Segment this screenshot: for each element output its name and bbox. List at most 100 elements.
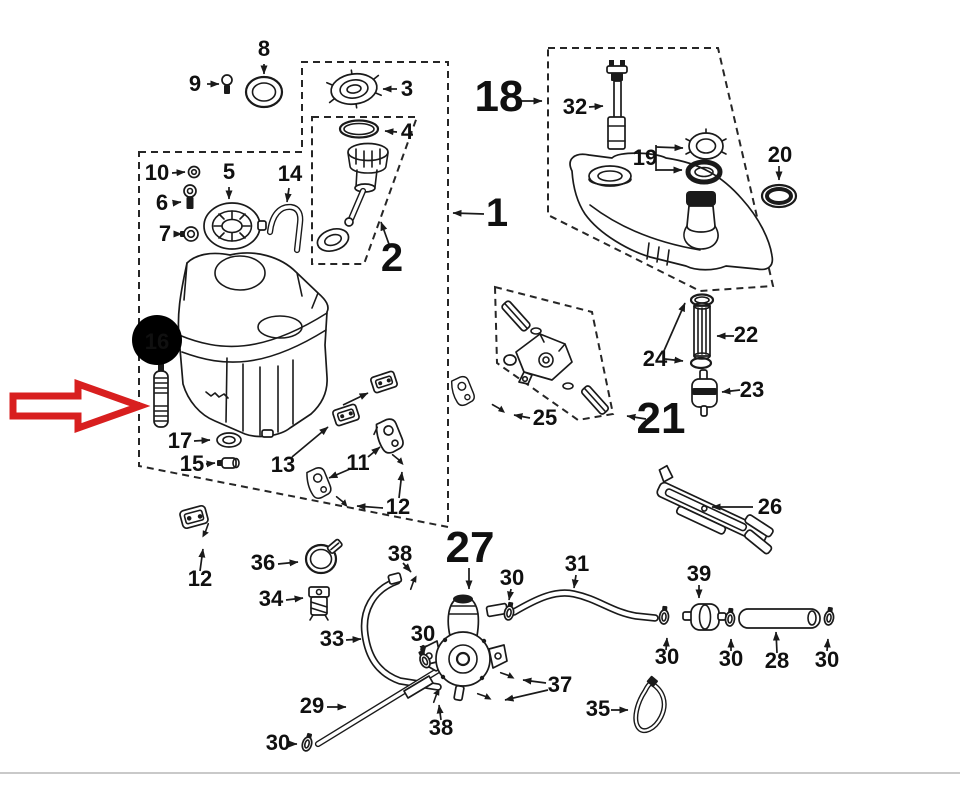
part-label-30-43: 30 xyxy=(719,646,743,671)
highlight-annotations xyxy=(9,315,182,433)
strainer-tube-22 xyxy=(693,302,711,360)
clamp-30-d xyxy=(658,605,670,625)
part-label-31-35: 31 xyxy=(565,551,589,576)
part-label-11-19: 11 xyxy=(346,450,369,475)
part-label-14-6: 14 xyxy=(278,161,303,186)
clamp-30-a xyxy=(301,732,313,752)
screw-25 xyxy=(491,403,506,413)
leader-lines xyxy=(171,64,831,748)
part-label-2-10: 2 xyxy=(381,236,403,280)
parts-artwork xyxy=(153,60,835,752)
fuel-tube-28 xyxy=(738,608,821,629)
fuel-tube-29 xyxy=(314,656,459,748)
part-label-13-18: 13 xyxy=(271,452,295,477)
part-label-22-22: 22 xyxy=(734,322,758,347)
part-label-30-42: 30 xyxy=(655,644,679,669)
oil-filter-23 xyxy=(691,369,718,417)
part-label-28-44: 28 xyxy=(765,648,789,673)
screw-37a xyxy=(499,671,515,679)
bracket-11b xyxy=(306,467,332,499)
part-label-38-31: 38 xyxy=(388,541,412,566)
part-label-3-2: 3 xyxy=(401,76,413,101)
joint-15 xyxy=(217,457,240,469)
oil-dipstick-32 xyxy=(606,60,628,150)
part-label-34-29: 34 xyxy=(259,586,284,611)
part-label-33-30: 33 xyxy=(320,626,344,651)
fuel-filter-39 xyxy=(682,603,727,631)
ring-8 xyxy=(244,75,284,109)
part-label-15-17: 15 xyxy=(180,451,204,476)
oil-ring-19 xyxy=(685,159,723,185)
fuel-filter-16 xyxy=(153,361,169,428)
screw-37b xyxy=(476,692,492,700)
part-label-24-23: 24 xyxy=(643,346,668,371)
part-label-38-38: 38 xyxy=(429,715,453,740)
highlight-arrow-part-16 xyxy=(9,379,151,433)
part-label-20-14: 20 xyxy=(768,142,792,167)
fuel-cap-5 xyxy=(203,202,267,250)
part-label-8-0: 8 xyxy=(258,36,270,61)
fuel-sender-unit xyxy=(316,142,389,252)
clamp-30-f xyxy=(823,606,835,626)
seal-20 xyxy=(760,183,798,209)
screw-38a xyxy=(409,575,417,591)
group-21-outline xyxy=(493,285,615,422)
part-label-27-32: 27 xyxy=(446,523,495,572)
part-label-37-39: 37 xyxy=(548,672,572,697)
part-label-19-13: 19 xyxy=(633,145,657,170)
mount-pad-13b xyxy=(370,370,398,394)
cable-tie-35 xyxy=(633,675,667,734)
highlight-circle-part-16 xyxy=(132,315,182,365)
group-2-outline xyxy=(311,116,419,265)
part-label-12-20: 12 xyxy=(386,494,410,519)
part-label-25-25: 25 xyxy=(533,405,557,430)
bracket-11a xyxy=(373,418,404,454)
part-label-5-5: 5 xyxy=(223,159,235,184)
bolt-6 xyxy=(183,184,197,209)
screw-12a xyxy=(391,453,404,465)
part-label-1-9: 1 xyxy=(486,191,508,235)
part-label-21-26: 21 xyxy=(637,394,686,443)
bracket-small-right xyxy=(450,375,475,407)
fuel-tank-drawing xyxy=(177,252,329,438)
bracket-34 xyxy=(308,586,330,621)
screw-12b xyxy=(335,495,348,507)
breather-tube-14 xyxy=(266,203,304,254)
part-label-30-45: 30 xyxy=(815,647,839,672)
part-label-26-27: 26 xyxy=(758,494,782,519)
part-label-29-36: 29 xyxy=(300,693,324,718)
part-label-17-16: 17 xyxy=(168,428,192,453)
mount-pad-13a xyxy=(332,403,360,427)
part-label-30-33: 30 xyxy=(411,621,435,646)
part-label-30-37: 30 xyxy=(266,730,290,755)
o-ring-24b xyxy=(689,356,713,370)
part-label-23-24: 23 xyxy=(740,377,764,402)
part-label-7-8: 7 xyxy=(159,221,171,246)
solenoid-valve-21 xyxy=(501,300,610,415)
oil-tank-drawing xyxy=(569,152,774,271)
part-label-9-1: 9 xyxy=(189,71,201,96)
part-label-12-21: 12 xyxy=(188,566,212,591)
grommet-17 xyxy=(216,432,242,448)
part-label-18-11: 18 xyxy=(475,72,524,121)
part-label-6-7: 6 xyxy=(156,190,168,215)
screw-12c xyxy=(202,522,210,538)
o-ring-4 xyxy=(338,119,380,139)
bolt-9 xyxy=(221,74,233,94)
part-label-30-34: 30 xyxy=(500,565,524,590)
hose-clamp-36 xyxy=(304,538,343,575)
fuel-hose-33 xyxy=(360,572,442,691)
bracket-26 xyxy=(656,464,774,555)
clamp-30-e xyxy=(724,607,736,627)
fuel-hose-31 xyxy=(510,589,659,622)
assembly-group-outlines xyxy=(138,47,775,529)
mount-pad-bottom-left xyxy=(179,504,209,530)
part-label-36-28: 36 xyxy=(251,550,275,575)
clamp-30-c xyxy=(503,601,515,621)
group-18-outline xyxy=(547,47,775,293)
oil-cap-19 xyxy=(685,128,727,164)
cap-ring-3 xyxy=(326,69,382,109)
